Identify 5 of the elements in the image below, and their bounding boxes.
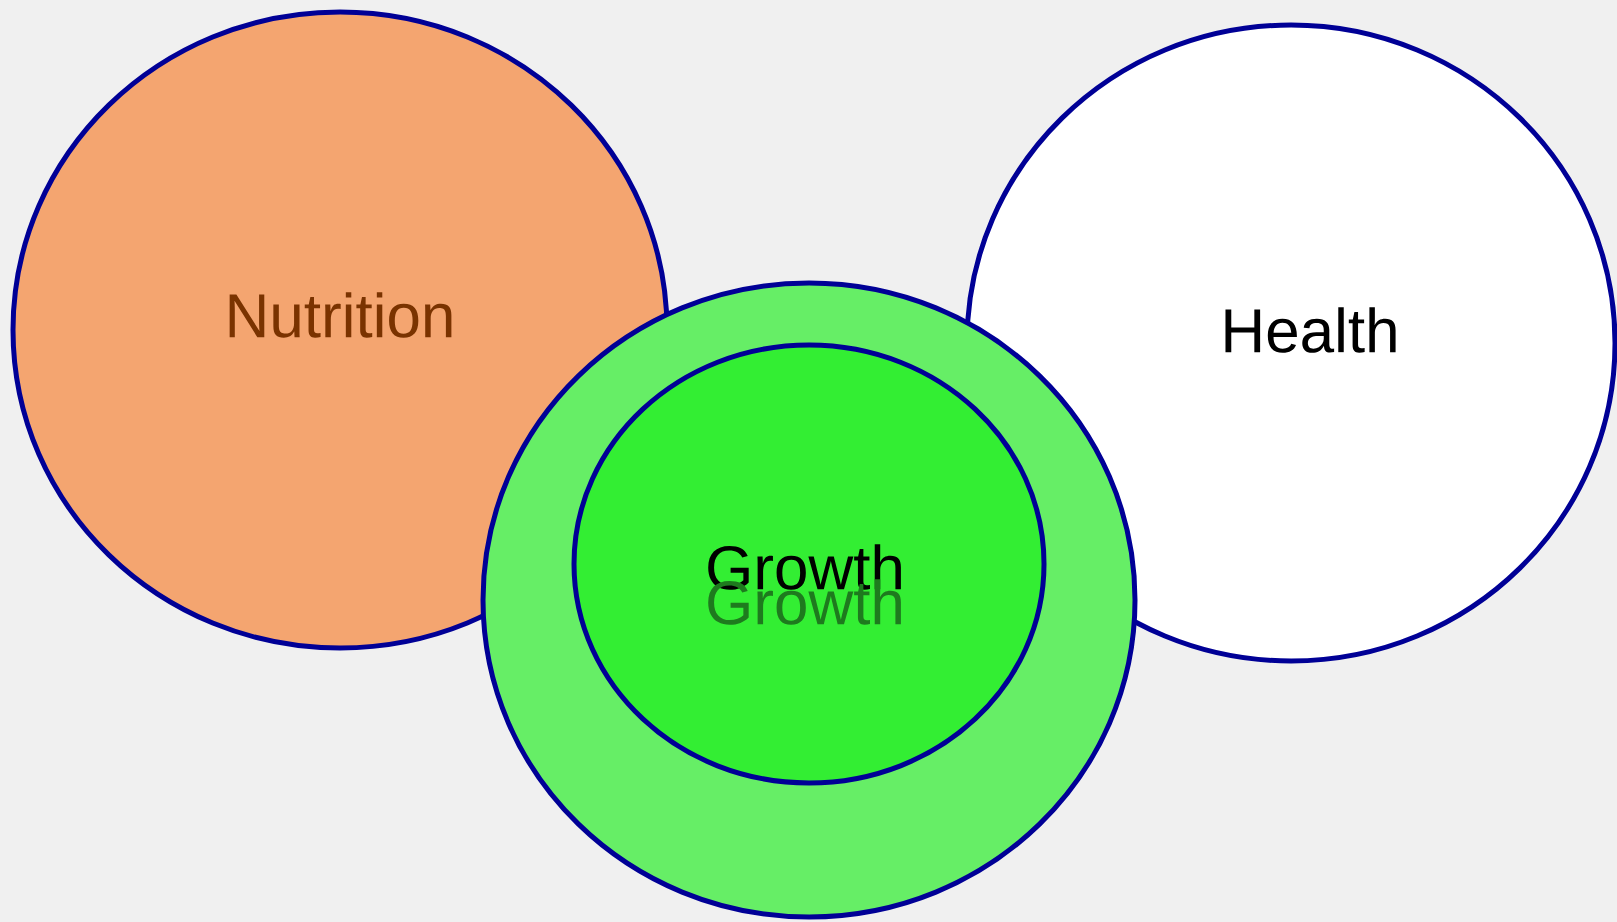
circle xyxy=(10,9,670,651)
circle xyxy=(964,22,1617,664)
circle-label: Health xyxy=(1225,307,1396,353)
circle-label: Nutrition xyxy=(229,292,452,338)
circle xyxy=(571,342,1047,786)
